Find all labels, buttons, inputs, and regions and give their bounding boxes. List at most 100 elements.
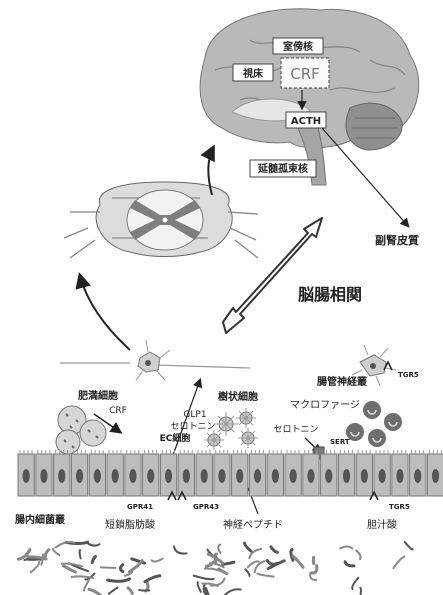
bacterium (31, 562, 40, 572)
bacterium (245, 543, 251, 551)
bacterium (101, 567, 115, 568)
label-bile-acid: 胆汁酸 (367, 518, 397, 531)
bacterium (26, 559, 41, 560)
afferent-neuron (60, 340, 250, 380)
intestinal-epithelium (18, 450, 443, 496)
cell-nucleus (343, 469, 350, 483)
cell-nucleus (76, 469, 83, 483)
cell-nucleus (361, 469, 368, 483)
bacterium (205, 569, 226, 573)
microvilli (145, 450, 157, 454)
brain-illustration (200, 9, 419, 185)
bacterium (174, 546, 187, 553)
bacterium (139, 590, 149, 591)
microvilli (91, 450, 103, 454)
bacterium (345, 562, 354, 566)
label-acth: ACTH (291, 116, 321, 127)
bacterium (89, 589, 101, 595)
label-gpr43: GPR43 (193, 503, 219, 511)
bacterium (152, 559, 163, 562)
label-tgr5-top: TGR5 (398, 371, 419, 379)
bacterium (206, 588, 212, 595)
arrow-gut-to-spinal (80, 276, 130, 350)
label-tgr5-bottom: TGR5 (389, 503, 410, 511)
cell-nucleus (236, 469, 243, 483)
brain-gut-double-arrow (223, 218, 322, 333)
bacterium (356, 551, 360, 560)
label-enteric-plexus: 腸管神経叢 (317, 375, 368, 388)
label-serotonin-right: セロトニン (273, 424, 318, 435)
microvilli (340, 450, 352, 454)
bacterium (393, 557, 404, 569)
cell-nucleus (23, 469, 30, 483)
bacterium (352, 578, 358, 589)
microvilli (412, 450, 424, 454)
bacterium (311, 566, 316, 573)
cell-nucleus (272, 469, 279, 483)
cell-nucleus (40, 469, 47, 483)
label-sert: SERT (330, 438, 350, 446)
cell-nucleus (325, 469, 332, 483)
cell-nucleus (254, 469, 261, 483)
cell-nucleus (201, 469, 208, 483)
mast-cells (56, 406, 106, 454)
bacterium (145, 576, 160, 582)
label-crf-brain: CRF (290, 65, 320, 83)
label-thalamus: 視床 (242, 67, 264, 80)
label-paraventricular: 室傍核 (283, 40, 313, 53)
cell-nucleus (58, 469, 65, 483)
bacterium (88, 544, 99, 546)
microvilli (376, 450, 388, 454)
bacterium (129, 561, 142, 572)
cell-nucleus (414, 469, 421, 483)
label-neuropeptide: 神経ペプチド (223, 518, 283, 531)
bacterium (293, 556, 303, 567)
cell-nucleus (129, 469, 136, 483)
cell-nucleus (94, 469, 101, 483)
label-mast-cell: 肥満細胞 (78, 389, 118, 402)
microvilli (180, 450, 192, 454)
cell-nucleus (147, 469, 154, 483)
bacterium (223, 562, 234, 564)
bacterium (258, 574, 274, 577)
microvilli (20, 450, 32, 454)
cell-nucleus (307, 469, 314, 483)
label-dendritic-cell: 樹状細胞 (218, 390, 258, 403)
gut-bacteria-squiggles (18, 542, 412, 595)
bacterium (120, 565, 122, 572)
bacterium (108, 579, 130, 582)
bacterium (225, 589, 241, 595)
bacterium (245, 569, 249, 576)
label-gut-bacteria: 腸内細菌叢 (15, 513, 66, 526)
microvilli (234, 450, 246, 454)
label-macrophage: マクロファージ (290, 399, 360, 411)
bacterium (194, 576, 214, 580)
bacterium (53, 549, 59, 555)
bacterium (267, 560, 277, 564)
microvilli (394, 450, 406, 454)
microvilli (287, 450, 299, 454)
bacterium (405, 542, 413, 549)
microvilli (216, 450, 228, 454)
cell-nucleus (165, 469, 172, 483)
bacterium (271, 547, 277, 553)
microvilli (127, 450, 139, 454)
microvilli (38, 450, 50, 454)
microvilli (162, 450, 174, 454)
bacterium (72, 576, 94, 578)
cell-nucleus (432, 469, 439, 483)
label-crf-gut: CRF (109, 406, 127, 416)
bacterium (198, 582, 201, 592)
spinal-cord-illustration (64, 182, 258, 258)
bacterium (45, 550, 48, 557)
label-gpr41: GPR41 (127, 503, 153, 511)
bacterium (80, 550, 81, 558)
bacterium (63, 566, 75, 572)
microvilli (358, 450, 370, 454)
microvilli (109, 450, 121, 454)
label-brain-gut: 脳腸相関 (298, 285, 362, 304)
label-nts: 延髄孤束核 (257, 162, 308, 175)
bacterium (218, 544, 220, 552)
cell-nucleus (112, 469, 119, 483)
